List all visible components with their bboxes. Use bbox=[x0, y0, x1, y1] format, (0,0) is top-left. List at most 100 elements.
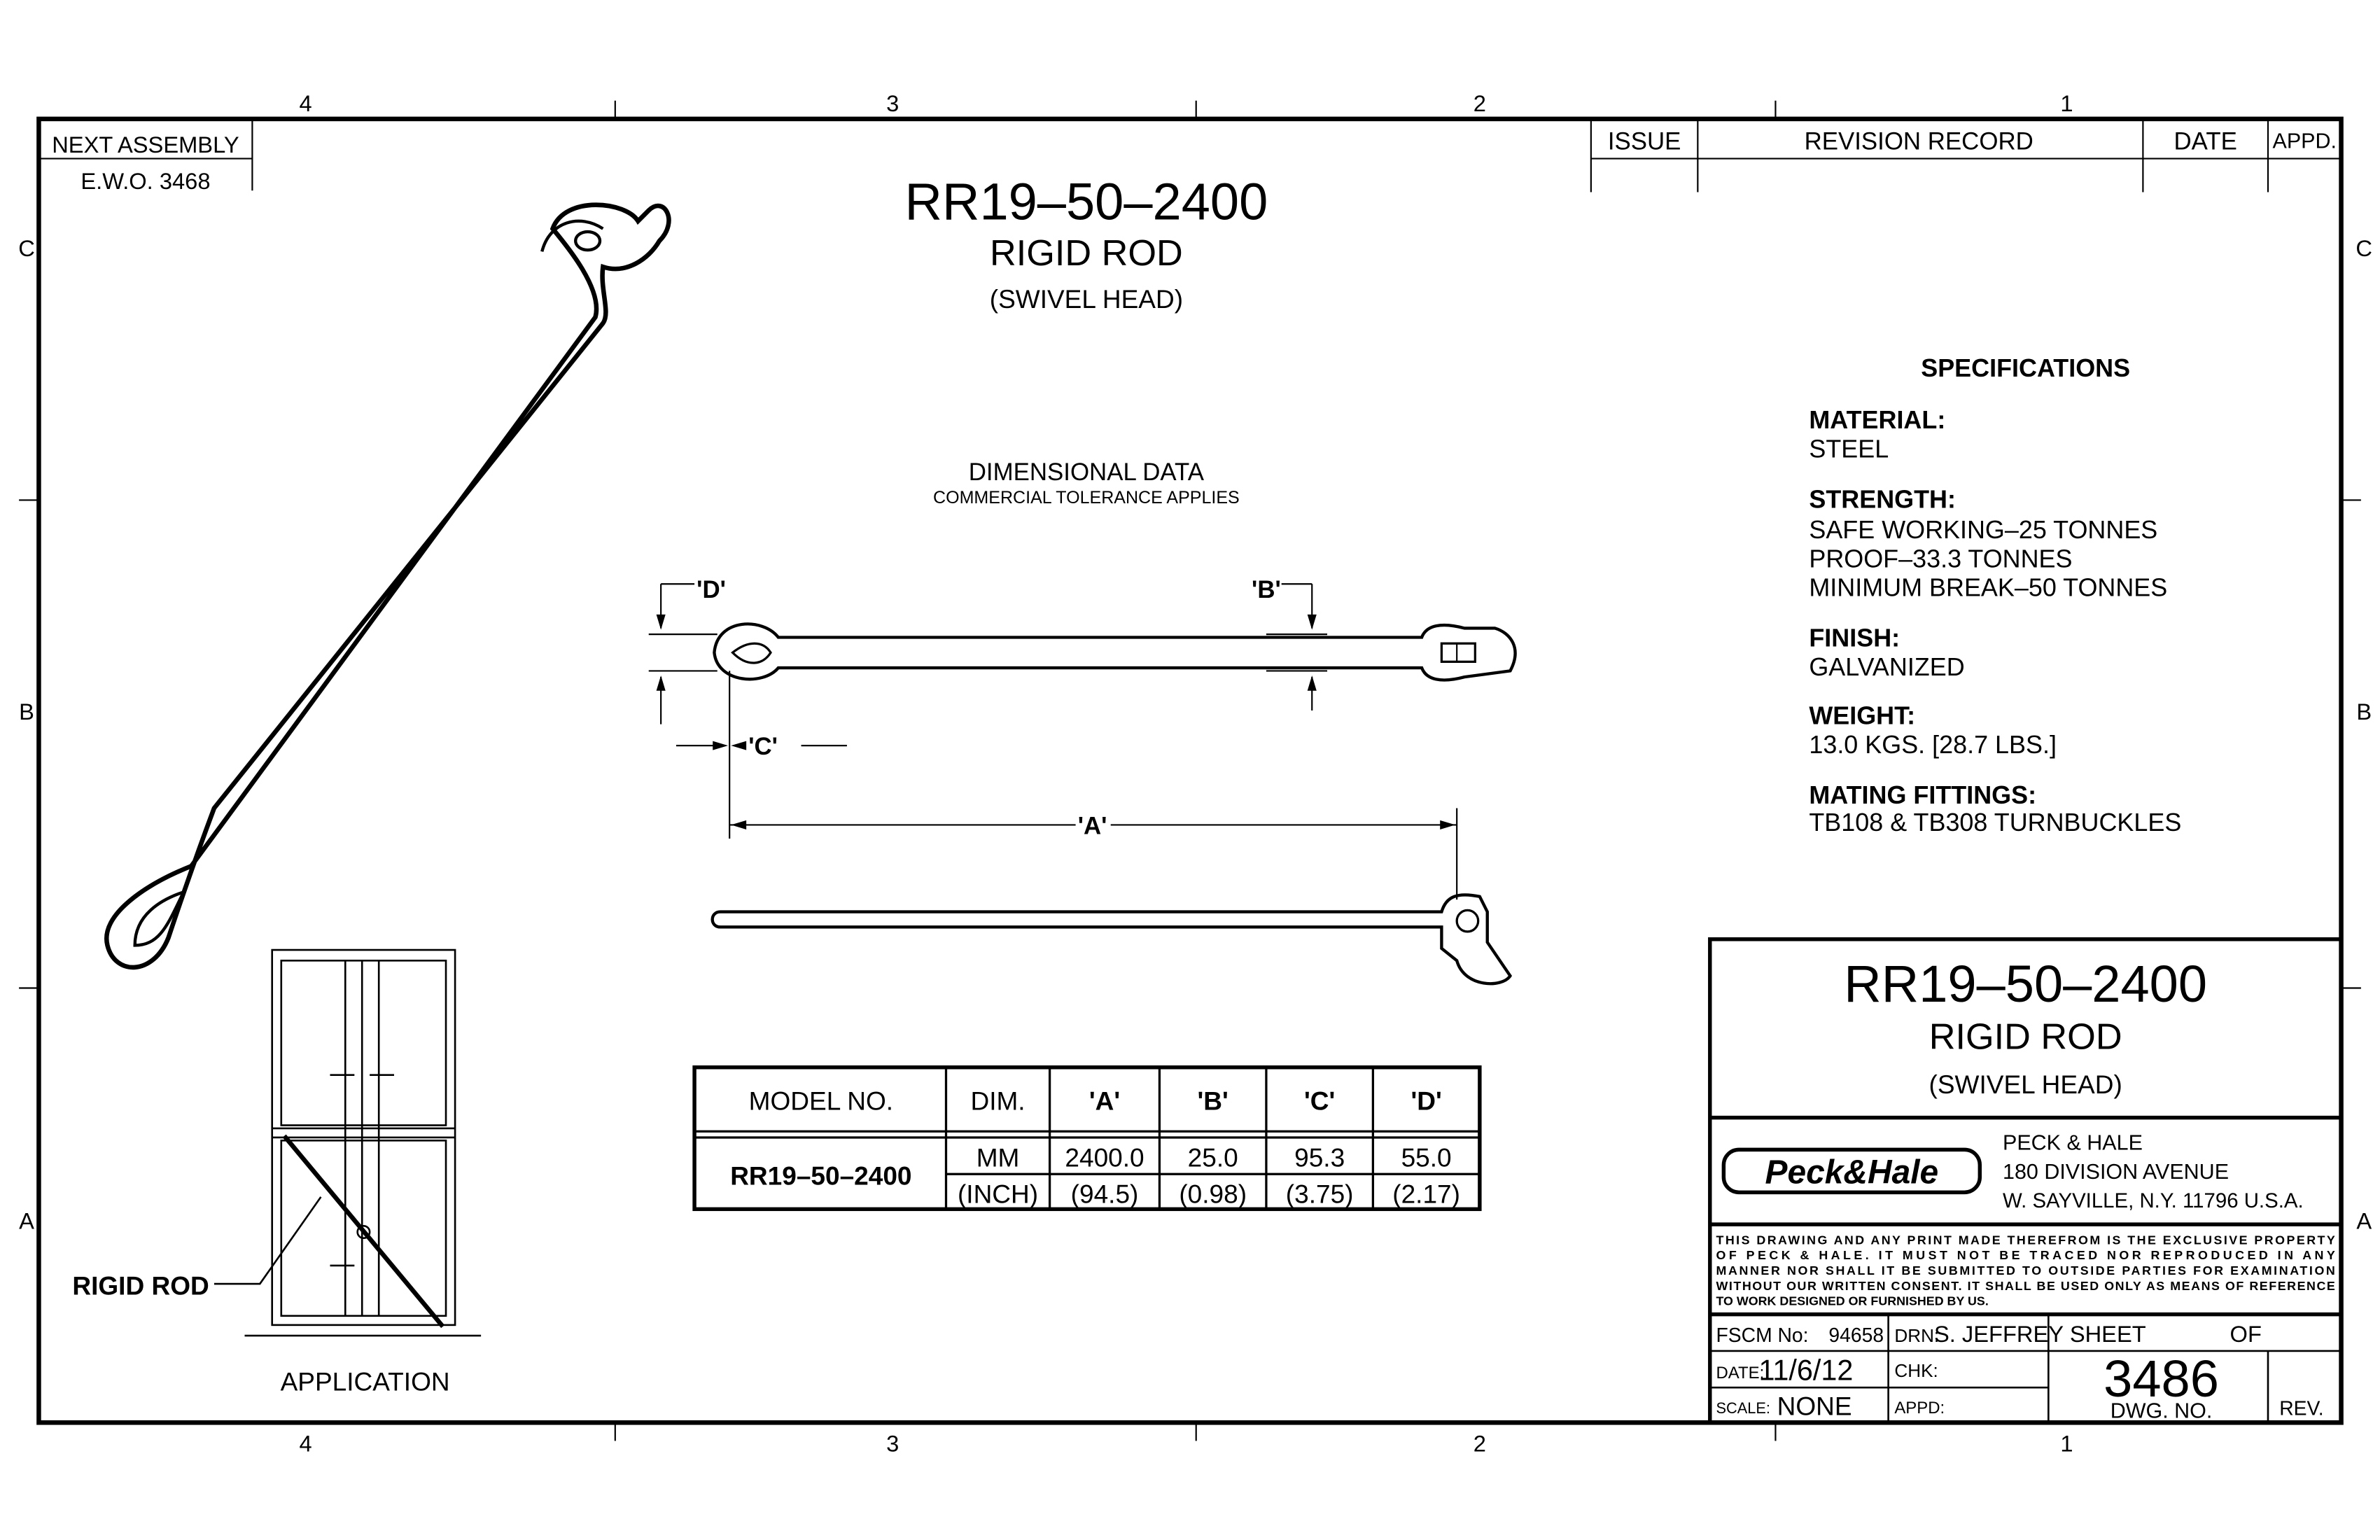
zone-col-1-bottom: 1 bbox=[2060, 1431, 2073, 1457]
revision-issue-header: ISSUE bbox=[1608, 127, 1681, 155]
table-model-cell: RR19–50–2400 bbox=[730, 1161, 911, 1190]
zone-row-a: A bbox=[19, 1208, 34, 1234]
revision-record-header: REVISION RECORD bbox=[1805, 127, 2033, 155]
table-cell: 2400.0 bbox=[1065, 1142, 1144, 1172]
dimension-table: MODEL NO. DIM. 'A' 'B' 'C' 'D' RR19–50–2… bbox=[692, 1065, 1482, 1212]
dim-label-c: 'C' bbox=[748, 733, 778, 760]
table-cell: 95.3 bbox=[1294, 1142, 1345, 1172]
zone-col-3: 3 bbox=[886, 90, 899, 116]
table-cell: (94.5) bbox=[1071, 1180, 1139, 1209]
application-illustration bbox=[214, 948, 482, 1337]
revision-date-header: DATE bbox=[2174, 127, 2237, 155]
table-header-dim: DIM. bbox=[970, 1086, 1025, 1116]
dimensional-data-title: DIMENSIONAL DATA bbox=[969, 458, 1205, 486]
title-block-name: RIGID ROD bbox=[1929, 1017, 2122, 1058]
finish-value: GALVANIZED bbox=[1809, 652, 1964, 681]
zone-col-2-bottom: 2 bbox=[1474, 1431, 1486, 1457]
rod-top-view bbox=[713, 622, 1517, 682]
table-cell: (INCH) bbox=[958, 1180, 1038, 1209]
table-cell: MM bbox=[976, 1142, 1020, 1172]
company-address: 180 DIVISION AVENUE bbox=[2003, 1160, 2229, 1184]
revision-appd-header: APPD. bbox=[2273, 129, 2337, 153]
dimension-lines bbox=[648, 583, 1458, 900]
drn-value: S. JEFFREY bbox=[1934, 1321, 2064, 1347]
weight-label: WEIGHT: bbox=[1809, 701, 1915, 730]
scale-value: NONE bbox=[1777, 1391, 1852, 1420]
tolerance-note: COMMERCIAL TOLERANCE APPLIES bbox=[933, 488, 1240, 507]
material-value: STEEL bbox=[1809, 434, 1889, 463]
drawing-title-part-no: RR19–50–2400 bbox=[904, 173, 1268, 231]
notice-line: MANNER NOR SHALL IT BE SUBMITTED TO OUTS… bbox=[1716, 1264, 2334, 1278]
strength-value: SAFE WORKING–25 TONNES bbox=[1809, 515, 2157, 544]
drawing-title-name: RIGID ROD bbox=[990, 233, 1183, 274]
table-cell: 25.0 bbox=[1188, 1142, 1238, 1172]
weight-value: 13.0 KGS. [28.7 LBS.] bbox=[1809, 730, 2057, 759]
rod-side-view bbox=[710, 893, 1513, 986]
table-cell: (3.75) bbox=[1286, 1180, 1354, 1209]
notice-line: OF PECK & HALE. IT MUST NOT BE TRACED NO… bbox=[1716, 1248, 2334, 1262]
table-cell: 55.0 bbox=[1401, 1142, 1452, 1172]
dwg-no-label: DWG. NO. bbox=[2110, 1399, 2213, 1423]
drawing-number: 3486 bbox=[2104, 1350, 2219, 1408]
rev-label: REV. bbox=[2279, 1396, 2323, 1419]
dim-label-d: 'D' bbox=[696, 576, 726, 603]
zone-row-c: C bbox=[18, 235, 35, 261]
notice-line: THIS DRAWING AND ANY PRINT MADE THEREFRO… bbox=[1716, 1233, 2334, 1247]
fscm-value: 94658 bbox=[1828, 1324, 1884, 1346]
zone-col-4: 4 bbox=[300, 90, 312, 116]
notice-line: WITHOUT OUR WRITTEN CONSENT. IT SHALL BE… bbox=[1716, 1279, 2334, 1293]
zone-ticks bbox=[19, 100, 2361, 1441]
table-header-model: MODEL NO. bbox=[749, 1086, 893, 1116]
dimension-arrows bbox=[656, 614, 1456, 830]
drawing-title-variant: (SWIVEL HEAD) bbox=[990, 284, 1183, 314]
of-label: OF bbox=[2230, 1321, 2262, 1347]
fittings-label: MATING FITTINGS: bbox=[1809, 780, 2036, 809]
strength-label: STRENGTH: bbox=[1809, 484, 1956, 513]
company-city: W. SAYVILLE, N.Y. 11796 U.S.A. bbox=[2003, 1189, 2304, 1212]
zone-col-1: 1 bbox=[2060, 90, 2073, 116]
strength-value: PROOF–33.3 TONNES bbox=[1809, 544, 2072, 573]
application-rigid-rod-callout: RIGID ROD bbox=[72, 1270, 209, 1300]
zone-col-3-bottom: 3 bbox=[886, 1431, 899, 1457]
date-label: DATE: bbox=[1716, 1364, 1764, 1382]
table-cell: (2.17) bbox=[1392, 1180, 1460, 1209]
rod-isometric-illustration bbox=[104, 202, 671, 970]
title-block-variant: (SWIVEL HEAD) bbox=[1929, 1070, 2122, 1099]
next-assembly-box: NEXT ASSEMBLY E.W.O. 3468 bbox=[38, 118, 253, 194]
dim-label-b: 'B' bbox=[1252, 576, 1281, 603]
appd-label: APPD: bbox=[1894, 1399, 1945, 1418]
chk-label: CHK: bbox=[1894, 1360, 1938, 1381]
zone-col-4-bottom: 4 bbox=[300, 1431, 312, 1457]
material-label: MATERIAL: bbox=[1809, 405, 1945, 434]
title-block: RR19–50–2400 RIGID ROD (SWIVEL HEAD) Pec… bbox=[1708, 937, 2342, 1423]
zone-row-a-right: A bbox=[2356, 1208, 2372, 1234]
sheet-label: SHEET bbox=[2070, 1321, 2146, 1347]
drn-label: DRN: bbox=[1894, 1325, 1939, 1346]
notice-line: TO WORK DESIGNED OR FURNISHED BY US. bbox=[1716, 1294, 1988, 1308]
dim-label-a: 'A' bbox=[1078, 812, 1107, 839]
zone-row-b: B bbox=[19, 699, 34, 724]
table-cell: (0.98) bbox=[1179, 1180, 1247, 1209]
finish-label: FINISH: bbox=[1809, 624, 1900, 652]
scale-label: SCALE: bbox=[1716, 1399, 1770, 1417]
revision-record: ISSUE REVISION RECORD DATE APPD. bbox=[1590, 118, 2342, 192]
peck-hale-logo: Peck&Hale bbox=[1721, 1147, 1982, 1195]
zone-col-2: 2 bbox=[1474, 90, 1486, 116]
application-label: APPLICATION bbox=[281, 1367, 450, 1396]
table-header-c: 'C' bbox=[1304, 1086, 1335, 1116]
specifications-title: SPECIFICATIONS bbox=[1921, 354, 2130, 382]
title-block-part-no: RR19–50–2400 bbox=[1844, 955, 2207, 1013]
company-name: PECK & HALE bbox=[2003, 1130, 2143, 1154]
strength-value: MINIMUM BREAK–50 TONNES bbox=[1809, 573, 2167, 602]
zone-row-b-right: B bbox=[2356, 699, 2372, 724]
date-value: 11/6/12 bbox=[1758, 1354, 1853, 1386]
table-header-a: 'A' bbox=[1089, 1086, 1120, 1116]
fittings-value: TB108 & TB308 TURNBUCKLES bbox=[1809, 808, 2181, 836]
table-header-d: 'D' bbox=[1410, 1086, 1441, 1116]
next-assembly-label: NEXT ASSEMBLY bbox=[52, 132, 239, 158]
table-header-b: 'B' bbox=[1198, 1086, 1228, 1116]
specifications: SPECIFICATIONS MATERIAL: STEEL STRENGTH:… bbox=[1809, 354, 2181, 836]
drawing-frame bbox=[36, 116, 2344, 1425]
ewo-number: E.W.O. 3468 bbox=[80, 168, 210, 194]
